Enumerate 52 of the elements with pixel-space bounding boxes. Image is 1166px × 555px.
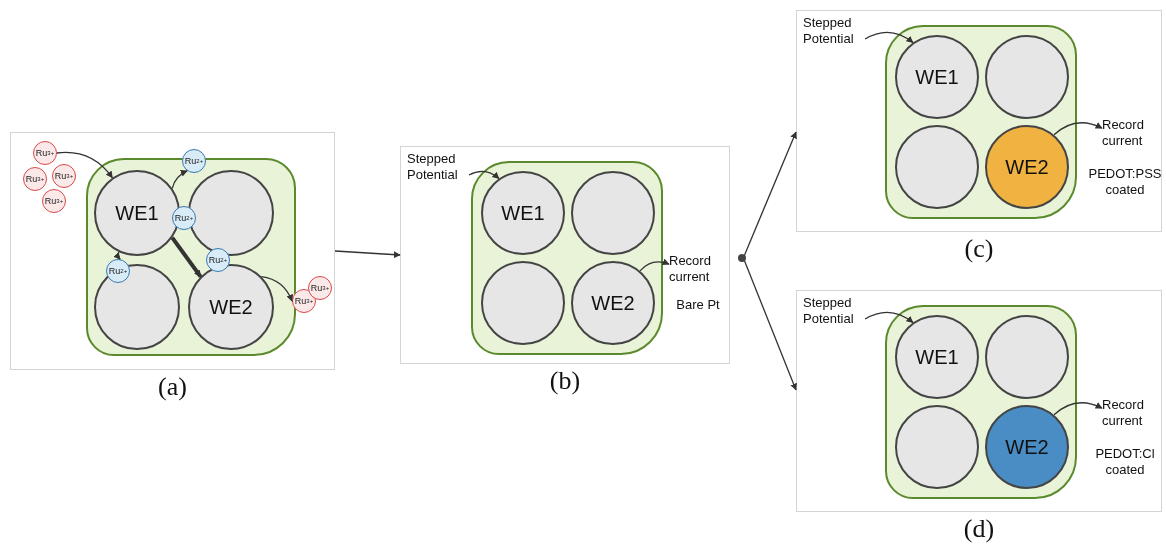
panel-frame xyxy=(10,132,335,370)
ion-circle: Ru$^{2+}$ xyxy=(106,259,130,283)
electrode-disc: WE1 xyxy=(895,315,979,399)
annotation-text: Record current xyxy=(1102,117,1158,149)
electrode-disc: WE2 xyxy=(985,125,1069,209)
ion-circle: Ru$^{2+}$ xyxy=(182,149,206,173)
panel-caption: (d) xyxy=(962,514,996,544)
annotation-text: Stepped Potential xyxy=(803,15,865,47)
electrode-disc: WE1 xyxy=(895,35,979,119)
annotation-text: Record current xyxy=(669,253,725,285)
annotation-text: Stepped Potential xyxy=(803,295,865,327)
arrow xyxy=(260,275,293,302)
panel-caption: (a) xyxy=(157,372,188,402)
electrode-disc: WE1 xyxy=(481,171,565,255)
arrow xyxy=(864,311,914,324)
arrow xyxy=(113,251,121,260)
arrow xyxy=(743,131,797,256)
arrow xyxy=(1053,402,1103,416)
arrow xyxy=(468,170,500,180)
coating-label: Bare Pt xyxy=(675,297,721,313)
ion-circle: Ru$^{3+}$ xyxy=(23,167,47,191)
ion-circle: Ru$^{2+}$ xyxy=(206,248,230,272)
electrode-disc: WE2 xyxy=(571,261,655,345)
electrode-disc: WE2 xyxy=(188,264,274,350)
annotation-text: Stepped Potential xyxy=(407,151,469,183)
arrow xyxy=(56,151,113,179)
electrode-disc xyxy=(94,264,180,350)
electrode-chip xyxy=(471,161,663,355)
panel-frame xyxy=(796,10,1162,232)
branch-dot xyxy=(738,254,746,262)
coating-label: PEDOT:PSS coated xyxy=(1087,166,1163,198)
panel-frame xyxy=(796,290,1162,512)
ion-circle: Ru$^{3+}$ xyxy=(33,141,57,165)
ion-circle: Ru$^{3+}$ xyxy=(42,189,66,213)
arrow xyxy=(639,258,670,272)
arrow xyxy=(1053,122,1103,136)
panel-caption: (b) xyxy=(548,366,582,396)
arrow xyxy=(743,260,797,391)
arrow xyxy=(864,31,914,44)
coating-label: PEDOT:Cl coated xyxy=(1094,446,1156,478)
electrode-disc: WE2 xyxy=(985,405,1069,489)
arrow xyxy=(171,170,188,189)
panel-frame xyxy=(400,146,730,364)
annotation-text: Record current xyxy=(1102,397,1158,429)
ion-circle: Ru$^{3+}$ xyxy=(308,276,332,300)
electrode-chip xyxy=(86,158,296,356)
arrow xyxy=(334,250,401,259)
panel-caption: (c) xyxy=(963,234,995,264)
electrode-chip xyxy=(885,305,1077,499)
electrode-chip xyxy=(885,25,1077,219)
arrow xyxy=(170,236,203,278)
ion-circle: Ru$^{3+}$ xyxy=(52,164,76,188)
